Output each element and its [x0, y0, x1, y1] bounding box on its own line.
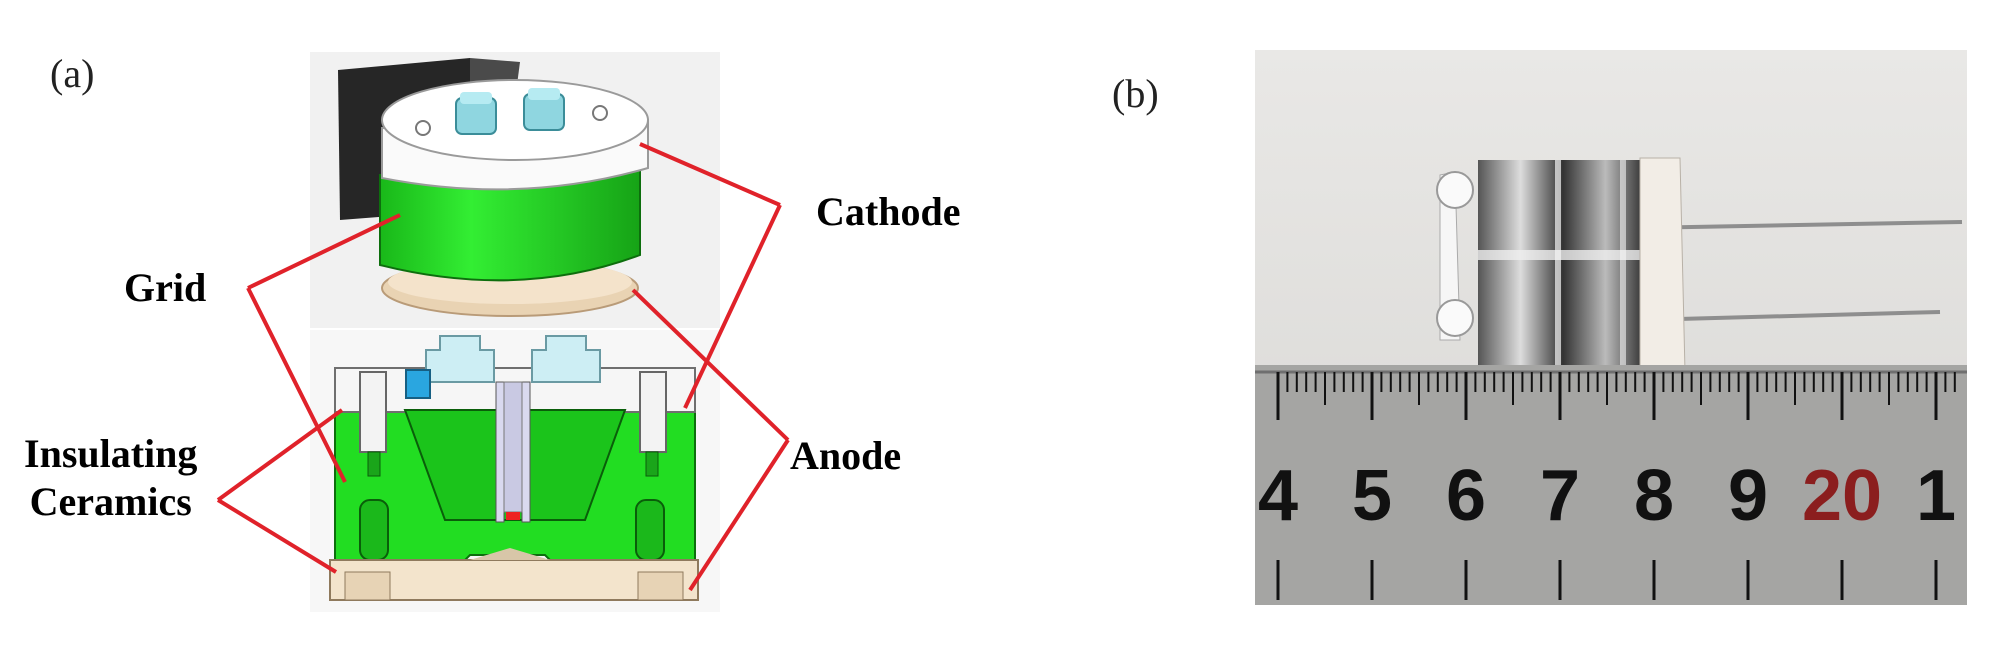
grid-label: Grid: [124, 265, 207, 310]
insulating-line2: Ceramics: [29, 479, 192, 524]
ruler: [1255, 365, 1967, 605]
cathode-top: [381, 79, 649, 161]
ruler-number: 5: [1352, 456, 1392, 536]
ruler-number: 20: [1802, 456, 1882, 536]
anode-label: Anode: [790, 433, 902, 478]
ruler-number: 4: [1258, 456, 1298, 536]
ruler-number: 7: [1540, 456, 1580, 536]
ruler-ticks: [1276, 372, 1956, 600]
ruler-number: 9: [1728, 456, 1768, 536]
anode-base: [329, 559, 699, 601]
terminal-pins: [455, 88, 565, 135]
panel-b-label: (b): [1112, 71, 1159, 116]
ruler-number: 6: [1446, 456, 1486, 536]
cathode-label: Cathode: [816, 189, 961, 234]
panel-a-label: (a): [50, 51, 95, 96]
ruler-number: 8: [1634, 456, 1674, 536]
device-3d-render: [310, 52, 720, 328]
device-cross-section: [310, 330, 720, 612]
insulating-ceramics-label: Insulating Ceramics: [24, 430, 197, 526]
device-photo: [1255, 50, 1967, 605]
insulating-line1: Insulating: [24, 431, 198, 476]
leader-lines: [216, 142, 790, 592]
grid-cylinder: [379, 163, 641, 282]
ruler-number: 1: [1916, 456, 1956, 536]
